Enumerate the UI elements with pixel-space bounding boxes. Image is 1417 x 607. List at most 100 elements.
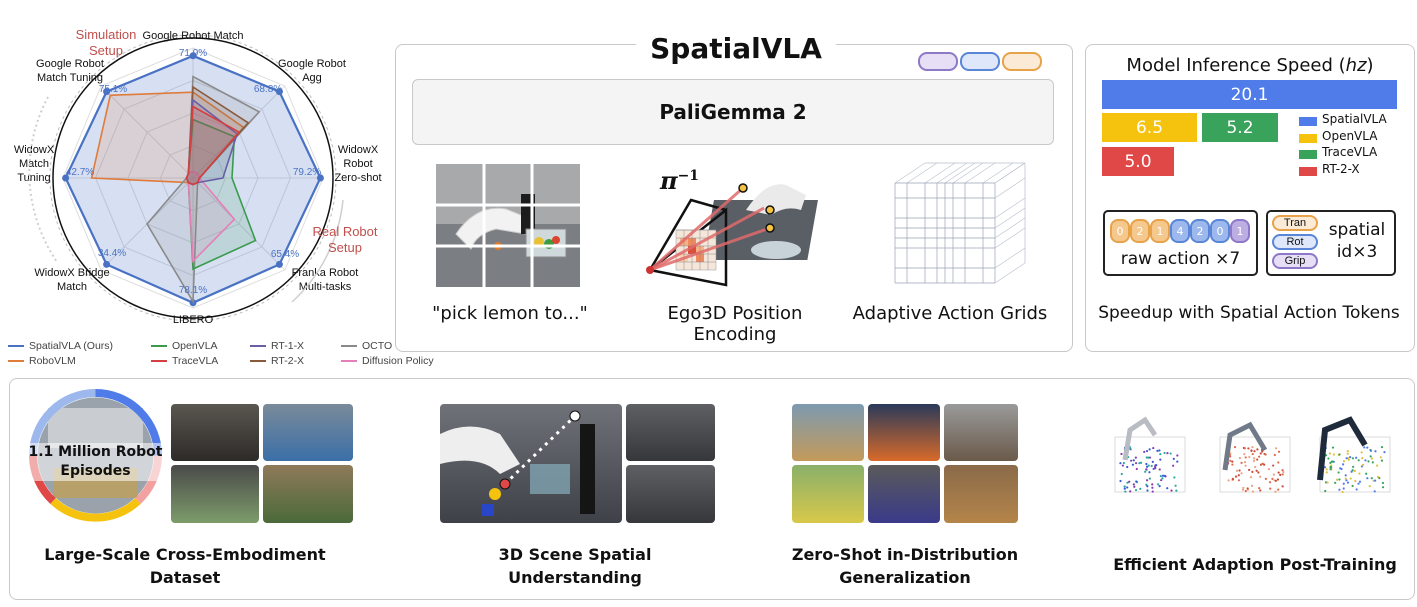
pt-dot xyxy=(1340,467,1343,471)
caption-scene-line2: Understanding xyxy=(508,568,642,587)
legend-swatch xyxy=(341,360,357,363)
pt-grid-box-0 xyxy=(1114,436,1186,493)
pt-dot xyxy=(1248,468,1251,472)
grid-t-5 xyxy=(952,162,984,184)
pt-dot xyxy=(1354,480,1357,483)
radar-point-6 xyxy=(62,174,70,182)
pt-dot xyxy=(1381,486,1385,489)
speed-title-end: ) xyxy=(1366,55,1374,76)
token-5: 0 xyxy=(1210,219,1230,243)
pt-dot xyxy=(1281,485,1284,488)
pt-dot xyxy=(1238,456,1241,460)
pt-dot xyxy=(1264,477,1267,480)
pt-dot xyxy=(1145,468,1148,471)
pt-dot xyxy=(1130,459,1133,462)
pt-dot xyxy=(1176,454,1179,457)
pt-dot xyxy=(1360,451,1363,454)
radar-value-label-2: 79.2% xyxy=(293,167,321,178)
pt-dot xyxy=(1357,459,1360,462)
legend-label: TraceVLA xyxy=(172,355,219,367)
pt-dot xyxy=(1152,467,1155,471)
pt-dot xyxy=(1173,476,1176,479)
pt-dot xyxy=(1250,449,1253,452)
pt-dot xyxy=(1128,480,1131,483)
pt-dot xyxy=(1334,481,1337,484)
grid-t-2 xyxy=(924,162,956,184)
pt-dot xyxy=(1259,489,1262,492)
speed-legend-swatch-tracevla xyxy=(1299,150,1317,159)
pt-dot xyxy=(1247,447,1250,450)
pt-dot xyxy=(1172,457,1175,461)
pt-dot xyxy=(1335,478,1339,481)
pt-dot xyxy=(1175,489,1178,492)
pt-dot xyxy=(1135,480,1138,483)
pt-dot xyxy=(1253,450,1256,453)
top-right-pills xyxy=(918,52,1042,72)
pt-dot xyxy=(1150,464,1153,468)
caption-dataset-line2: Dataset xyxy=(149,568,221,587)
pt-dot xyxy=(1158,449,1161,452)
caption-scene-line1: 3D Scene Spatial xyxy=(498,545,652,564)
legend-swatch xyxy=(250,360,266,363)
radar-chart: 71.9%68.8%79.2%65.4%78.1%34.4%42.7%75.1%… xyxy=(14,30,382,326)
radar-axis-label-7-1: Match Tuning xyxy=(37,72,103,84)
pt-dot xyxy=(1252,457,1256,460)
pt-dot xyxy=(1369,455,1372,458)
pt-dot xyxy=(1241,488,1245,491)
pt-dot xyxy=(1148,448,1151,451)
pt-dot xyxy=(1360,465,1364,468)
paligemma-label: PaliGemma 2 xyxy=(659,100,807,124)
pt-dot xyxy=(1126,465,1129,469)
pt-dot xyxy=(1238,469,1241,472)
pt-dot xyxy=(1252,459,1256,463)
radar-value-label-0: 71.9% xyxy=(179,48,207,59)
pt-dot xyxy=(1145,479,1149,482)
pt-dot xyxy=(1134,462,1138,465)
legend-swatch xyxy=(250,345,266,348)
pt-dot xyxy=(1353,469,1356,473)
pt-dot xyxy=(1243,447,1246,450)
spatial-id-line1: spatial xyxy=(1328,220,1386,240)
grid-s-7 xyxy=(994,262,1026,284)
radar-axis-label-3-1: Multi-tasks xyxy=(299,281,352,293)
pt-dot xyxy=(1277,471,1280,474)
pt-dot xyxy=(1332,453,1336,456)
pt-dot xyxy=(1244,464,1247,467)
real-setup-arc xyxy=(291,199,344,303)
pt-dot xyxy=(1163,451,1166,455)
bar-rt2x-value: 5.0 xyxy=(1124,151,1152,172)
sim-setup-label: Simulation Setup xyxy=(66,27,146,59)
radar-axis-label-7-0: Google Robot xyxy=(36,58,104,70)
pt-dot xyxy=(1246,487,1249,490)
zeroshot-photo-4 xyxy=(792,465,864,523)
radar-point-3 xyxy=(275,260,283,268)
pt-dot xyxy=(1169,452,1172,455)
pt-dot xyxy=(1325,471,1328,474)
grid-t-4 xyxy=(944,162,976,184)
legend-label: RT-1-X xyxy=(271,340,305,352)
pt-dot xyxy=(1328,452,1332,455)
pt-dot xyxy=(1257,471,1260,474)
pt-dot xyxy=(1277,450,1281,453)
radar-outer-ring xyxy=(52,37,334,319)
pt-dot xyxy=(1381,481,1385,485)
pt-dot xyxy=(1131,463,1135,466)
pt-dot xyxy=(1256,448,1259,451)
radar-value-label-1: 68.8% xyxy=(254,84,282,95)
pt-dot xyxy=(1327,457,1330,460)
token-2: 1 xyxy=(1150,219,1170,243)
pt-dot xyxy=(1261,462,1264,465)
radar-point-0 xyxy=(189,52,197,60)
grid-t-1 xyxy=(906,162,938,184)
radar-axis-label-6-1: Match xyxy=(19,158,49,170)
pt-dot xyxy=(1148,456,1152,459)
orange-pill xyxy=(1002,52,1042,71)
pt-dot xyxy=(1250,484,1254,487)
pt-dot xyxy=(1351,457,1354,460)
radar-axis-label-1-1: Agg xyxy=(302,72,322,84)
radar-dashed-ring xyxy=(49,34,337,322)
pt-dot xyxy=(1267,468,1271,471)
pt-dot xyxy=(1371,461,1374,464)
pt-dot xyxy=(1148,477,1151,480)
